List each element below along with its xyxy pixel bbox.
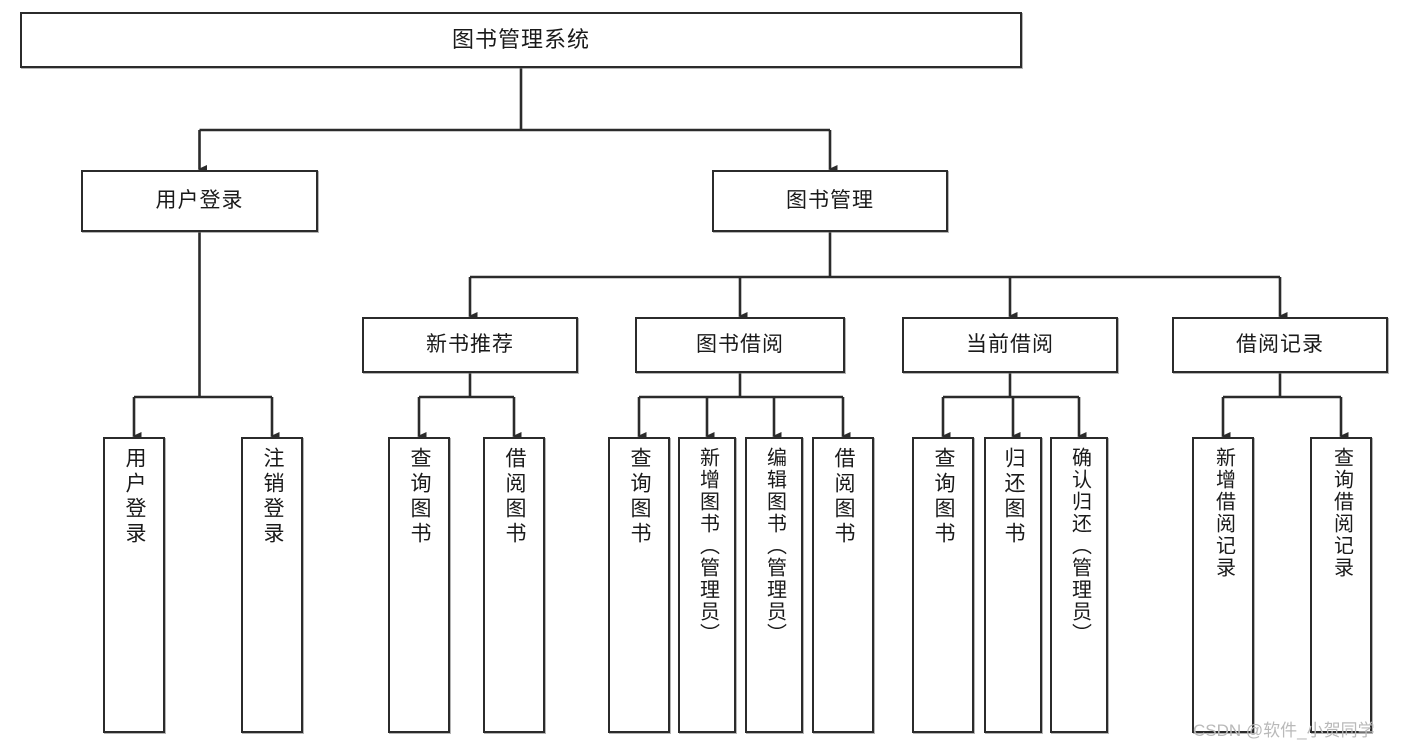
node-label: 图书借阅 (696, 333, 784, 357)
node-leaf-return-book[interactable]: 归还图书 (984, 437, 1042, 733)
node-leaf-query-book-1[interactable]: 查询图书 (388, 437, 450, 733)
node-leaf-query-book-3[interactable]: 查询图书 (912, 437, 974, 733)
csdn-watermark: CSDN @软件_小贺同学 (1193, 721, 1375, 740)
node-label: 用户登录 (123, 447, 147, 547)
node-new-book-rec[interactable]: 新书推荐 (362, 317, 578, 373)
node-label: 查询借阅记录 (1330, 447, 1353, 579)
node-leaf-user-logout[interactable]: 注销登录 (241, 437, 303, 733)
node-leaf-edit-book[interactable]: 编辑图书（管理员） (745, 437, 803, 733)
node-leaf-add-book[interactable]: 新增图书（管理员） (678, 437, 736, 733)
node-label: 查询图书 (932, 447, 956, 547)
node-root[interactable]: 图书管理系统 (20, 12, 1022, 68)
node-label: 新增图书（管理员） (696, 447, 719, 645)
node-label: 查询图书 (628, 447, 652, 547)
node-book-borrow[interactable]: 图书借阅 (635, 317, 845, 373)
node-label: 注销登录 (261, 447, 285, 547)
node-label: 借阅图书 (503, 447, 527, 547)
node-label: 当前借阅 (966, 333, 1054, 357)
node-user-login[interactable]: 用户登录 (81, 170, 318, 232)
node-leaf-confirm-return[interactable]: 确认归还（管理员） (1050, 437, 1108, 733)
node-current-borrow[interactable]: 当前借阅 (902, 317, 1118, 373)
node-label: 确认归还（管理员） (1068, 447, 1091, 645)
node-leaf-query-book-2[interactable]: 查询图书 (608, 437, 670, 733)
node-label: 新书推荐 (426, 333, 514, 357)
node-leaf-borrow-book-1[interactable]: 借阅图书 (483, 437, 545, 733)
node-label: 借阅图书 (832, 447, 856, 547)
node-book-mgmt[interactable]: 图书管理 (712, 170, 948, 232)
node-leaf-borrow-book-2[interactable]: 借阅图书 (812, 437, 874, 733)
node-label: 归还图书 (1002, 447, 1026, 547)
node-label: 新增借阅记录 (1212, 447, 1235, 579)
node-label: 查询图书 (408, 447, 432, 547)
node-borrow-record[interactable]: 借阅记录 (1172, 317, 1388, 373)
node-label: 图书管理 (786, 189, 874, 213)
node-leaf-user-login[interactable]: 用户登录 (103, 437, 165, 733)
node-label: 用户登录 (155, 189, 244, 213)
node-label: 借阅记录 (1236, 333, 1324, 357)
node-leaf-add-record[interactable]: 新增借阅记录 (1192, 437, 1254, 733)
node-label: 编辑图书（管理员） (763, 447, 786, 645)
node-leaf-query-record[interactable]: 查询借阅记录 (1310, 437, 1372, 733)
node-label: 图书管理系统 (451, 26, 590, 52)
